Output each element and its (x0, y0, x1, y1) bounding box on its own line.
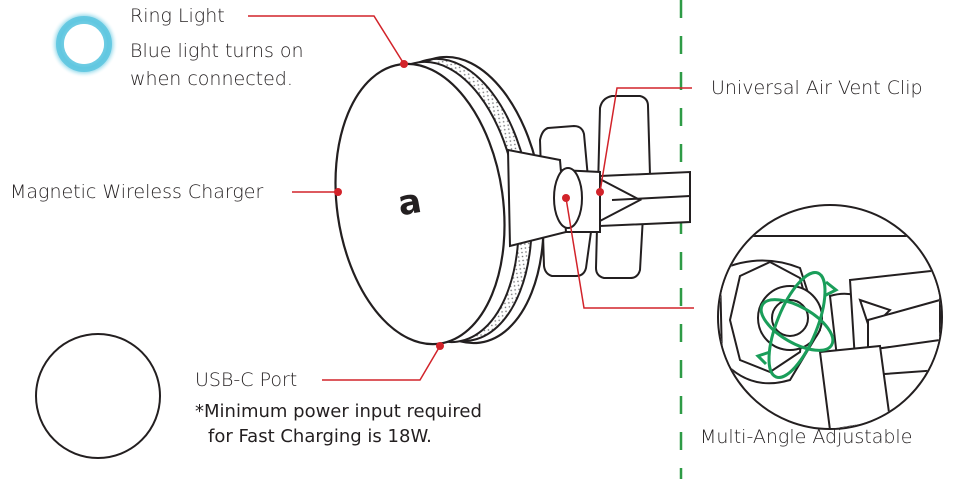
wireless-charger (334, 55, 545, 346)
usbc-note-line2: for Fast Charging is 18W. (208, 426, 432, 447)
ring-light-desc-line1: Blue light turns on (130, 40, 304, 62)
ring-light-label: Ring Light (130, 5, 225, 27)
leader-lines (248, 15, 694, 381)
wireless-charger-label: Magnetic Wireless Charger (10, 181, 264, 203)
leader-usbc-port (322, 345, 441, 381)
zoom-detail (717, 204, 943, 430)
empty-circle (35, 333, 161, 459)
ring-light-desc-line2: when connected. (130, 68, 293, 90)
rotation-arrows-icon (755, 271, 839, 379)
ring-light-glow-icon (50, 10, 118, 78)
usbc-port-label: USB-C Port (195, 369, 298, 391)
vent-clip-label: Universal Air Vent Clip (711, 77, 923, 99)
leader-dots (334, 60, 604, 350)
leader-ring-light (248, 15, 405, 65)
leader-multi-angle (565, 197, 694, 309)
leader-vent-clip (599, 87, 692, 193)
usbc-note-line1: *Minimum power input required (195, 401, 482, 422)
multi-angle-label: Multi-Angle Adjustable (700, 426, 913, 448)
